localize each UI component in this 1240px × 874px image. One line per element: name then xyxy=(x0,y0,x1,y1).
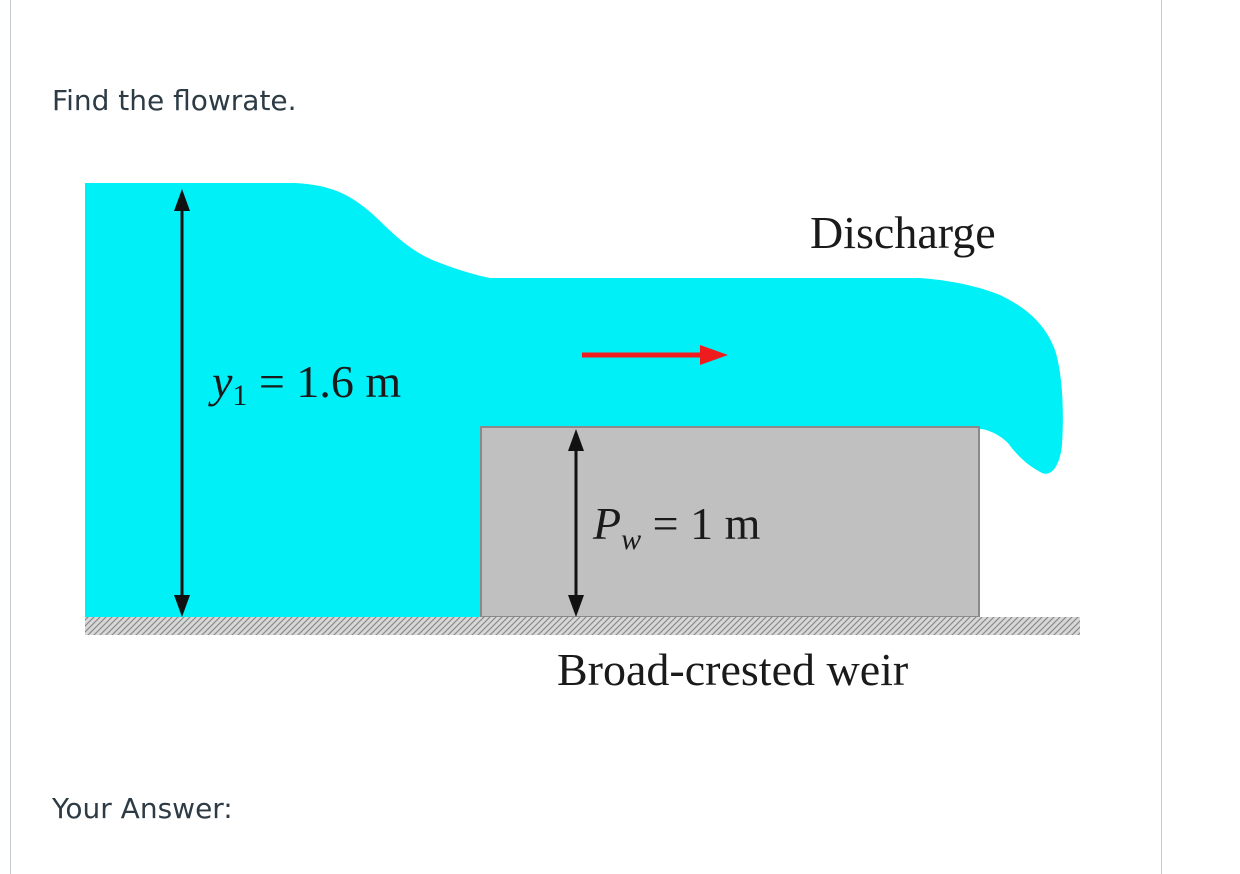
weir-height-symbol: P xyxy=(592,498,621,549)
upstream-depth-value: = 1.6 m xyxy=(247,356,401,407)
ground-strip xyxy=(85,617,1080,635)
discharge-label: Discharge xyxy=(810,207,996,258)
upstream-depth-symbol: y xyxy=(208,356,233,407)
upstream-depth-subscript: 1 xyxy=(232,379,247,412)
weir-height-arrow xyxy=(568,429,584,617)
weir-label: Broad-crested weir xyxy=(557,644,908,695)
question-prompt: Find the flowrate. xyxy=(52,84,297,117)
weir-height-value: = 1 m xyxy=(641,498,760,549)
weir-height-subscript: w xyxy=(621,523,641,556)
water-body xyxy=(85,183,1063,617)
weir-block xyxy=(480,426,980,618)
weir-height-label: Pw = 1 m xyxy=(592,498,761,556)
weir-diagram: Discharge y1 = 1.6 m Pw = 1 m Broad-cres… xyxy=(80,175,1080,705)
flow-direction-arrow xyxy=(582,345,728,365)
answer-label: Your Answer: xyxy=(52,792,233,825)
upstream-depth-label: y1 = 1.6 m xyxy=(208,356,401,412)
upstream-depth-arrow xyxy=(174,189,190,617)
